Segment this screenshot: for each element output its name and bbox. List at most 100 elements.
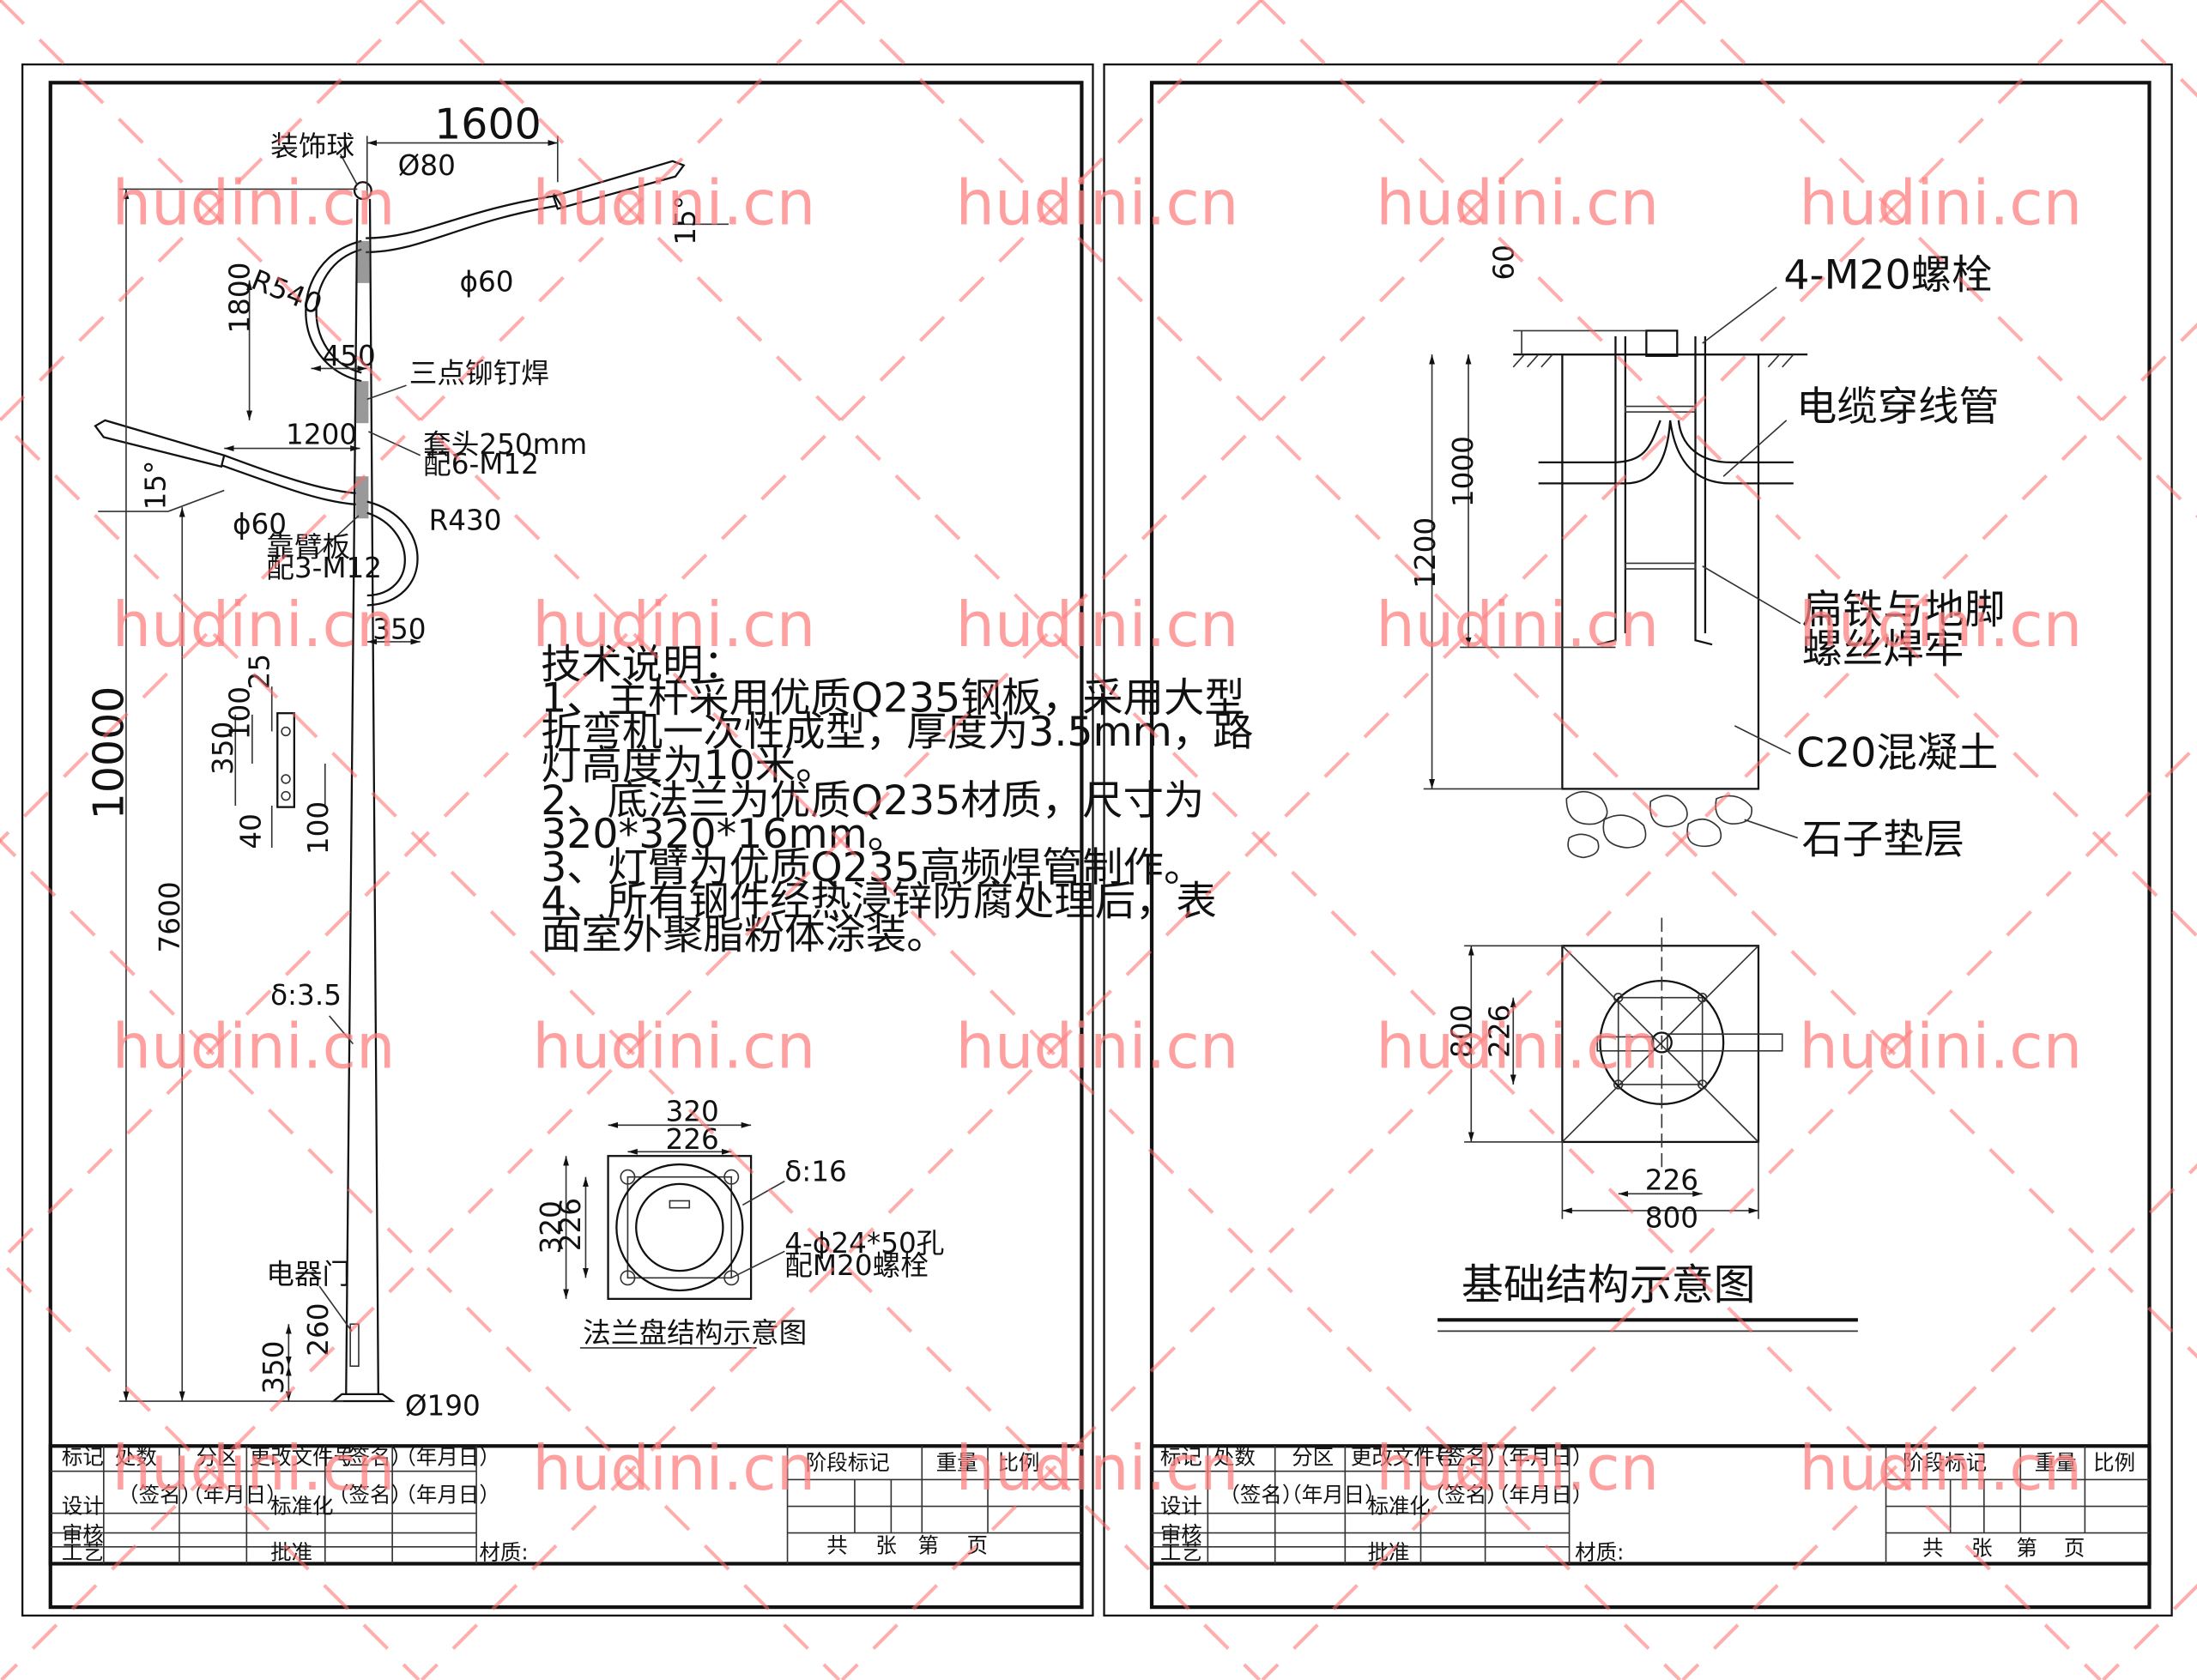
label-sleeve-bolts: 配6-M12 [423, 448, 539, 480]
watermark-text: hudini.cn [1799, 1432, 2082, 1504]
watermark-diagonal [1261, 742, 2197, 1680]
watermark-text: hudini.cn [532, 166, 815, 239]
watermark-text: hudini.cn [955, 1432, 1238, 1504]
dim-plate-100b: 100 [302, 801, 335, 855]
tb-r-std-sign: （签名） [1424, 1483, 1508, 1508]
watermark-diagonal [1259, 0, 2197, 939]
title-block-left [48, 1444, 1084, 1566]
label-d80: Ø80 [398, 149, 456, 182]
label-anchor-bolts: 4-M20螺栓 [1783, 251, 1992, 299]
watermark-text: hudini.cn [112, 1432, 396, 1504]
dim-1000: 1000 [1447, 436, 1480, 507]
flange-thickness: δ:16 [784, 1156, 847, 1188]
right-sheet-frame [1103, 63, 2173, 1617]
technical-notes: 技术说明： 1、主杆采用优质Q235钢板，采用大型 折弯机一次性成型，厚度为3.… [541, 641, 1253, 958]
dim-800-h: 800 [1645, 1202, 1698, 1235]
label-d190: Ø190 [405, 1389, 481, 1422]
watermark-text: hudini.cn [1799, 1010, 2082, 1082]
tb-l-no: 第 [917, 1532, 938, 1557]
tb-l-review: 审核 [62, 1521, 104, 1546]
tb-r-zone: 分区 [1292, 1445, 1334, 1470]
tb-l-stage: 阶段标记 [806, 1450, 890, 1475]
title-block-right [1149, 1444, 2152, 1566]
label-r540: R540 [247, 263, 327, 321]
tb-r-std-date: （年月日） [1488, 1483, 1593, 1508]
tb-l-change: 更改文件号 [250, 1445, 354, 1470]
label-arm-plate: 靠臂板 [266, 530, 350, 563]
watermark-diagonal [420, 0, 2103, 1680]
note-line-3: 灯高度为10米。 [541, 742, 836, 789]
tb-r-date: （年月日） [1488, 1445, 1593, 1470]
watermark-text: hudini.cn [1376, 166, 1659, 239]
tb-r-stage: 阶段标记 [1903, 1450, 1987, 1475]
tb-r-design-sign: （签名） [1219, 1483, 1303, 1508]
dim-1600: 1600 [434, 100, 542, 149]
tb-l-weight: 重量 [936, 1450, 978, 1475]
tb-l-std-date: （年月日） [395, 1483, 499, 1508]
foundation-plan [1437, 917, 1858, 1333]
title-block-left-text: 标记 处数 分区 更改文件号 （签名） （年月日） 设计 （签名） （年月日） … [62, 1445, 1040, 1565]
watermark-text: hudini.cn [1376, 1010, 1659, 1082]
foundation-section [1423, 287, 1808, 859]
tb-l-count: 处数 [115, 1445, 157, 1470]
right-labels: 4-M20螺栓 电缆穿线管 扁铁与地脚 螺丝焊牢 C20混凝土 石子垫层 60 … [1409, 245, 2005, 1309]
tb-l-design-date: （年月日） [182, 1483, 287, 1508]
tb-l-total: 共 [826, 1532, 847, 1557]
tb-r-page: 页 [2064, 1536, 2085, 1561]
watermark-layer: hudini.cn hudini.cn hudini.cn hudini.cn hudi… [112, 166, 2083, 1504]
note-line-0: 技术说明： [541, 641, 744, 688]
label-flat-iron-2: 螺丝焊牢 [1802, 625, 1964, 673]
label-angle-top: 15° [669, 196, 702, 245]
label-electric-door: 电器门 [266, 1258, 350, 1290]
flange-dim-226-h: 226 [554, 1198, 587, 1251]
dim-7600: 7600 [154, 881, 186, 952]
label-decor-ball: 装饰球 [270, 130, 354, 162]
label-flat-iron-1: 扁铁与地脚 [1802, 587, 2006, 634]
tb-r-change: 更改文件号 [1351, 1445, 1456, 1470]
watermark-diagonal [0, 0, 422, 423]
tb-l-sign: （签名） [328, 1445, 412, 1470]
foundation-title: 基础结构示意图 [1462, 1260, 1756, 1309]
label-gravel: 石子垫层 [1802, 817, 1964, 864]
watermark-text: hudini.cn [1376, 1432, 1659, 1504]
watermark-text: hudini.cn [1799, 166, 2082, 239]
tb-r-review: 审核 [1160, 1521, 1202, 1546]
flange-labels: 320 226 320 226 δ:16 4-ϕ24*50孔 配M20螺栓 法兰… [535, 1095, 944, 1349]
label-sleeve: 套头250mm [423, 428, 587, 461]
tb-r-count: 处数 [1213, 1445, 1256, 1470]
tb-r-design: 设计 [1160, 1494, 1202, 1519]
flange-dim-320-h: 320 [535, 1200, 567, 1254]
tb-r-no: 第 [2016, 1536, 2037, 1561]
left-sheet-frame [21, 63, 1094, 1617]
tb-r-weight: 重量 [2035, 1450, 2077, 1475]
watermark-text: hudini.cn [955, 1010, 1238, 1082]
label-angle-low: 15° [140, 461, 172, 511]
dim-1200: 1200 [286, 419, 357, 451]
tb-r-scale: 比例 [2093, 1450, 2135, 1475]
flange-title: 法兰盘结构示意图 [583, 1316, 807, 1349]
dim-60: 60 [1487, 245, 1520, 281]
watermark-diagonal [0, 0, 1683, 1680]
dim-260: 260 [302, 1302, 335, 1356]
watermark-diagonal [0, 0, 843, 843]
watermark-diagonal [1680, 0, 2197, 518]
tb-l-scale: 比例 [997, 1450, 1039, 1475]
tb-l-std-sign: （签名） [328, 1483, 412, 1508]
tb-r-material: 材质: [1575, 1540, 1624, 1565]
note-line-7: 4、所有钢件经热浸锌防腐处理后，表 [541, 878, 1217, 925]
tb-r-design-date: （年月日） [1280, 1483, 1385, 1508]
dim-350-base: 350 [257, 1341, 290, 1394]
left-labels: 装饰球 Ø80 1600 ϕ60 R540 1800 450 三点铆钉焊 120… [85, 100, 702, 1423]
watermark-diagonal [1681, 1163, 2197, 1680]
tb-l-mark: 标记 [62, 1445, 104, 1470]
watermark-diagonal [0, 0, 1262, 1264]
title-block-right-text: 标记 处数 分区 更改文件号 （签名） （年月日） 设计 （签名） （年月日） … [1160, 1445, 2135, 1565]
label-d60-low: ϕ60 [233, 508, 287, 541]
tb-l-sheets: 张 [875, 1532, 896, 1557]
watermark-text: hudini.cn [112, 589, 396, 661]
note-line-1: 1、主杆采用优质Q235钢板，采用大型 [541, 675, 1244, 722]
dim-350-arm: 350 [372, 613, 426, 646]
label-conduit: 电缆穿线管 [1796, 384, 2000, 431]
tb-r-mark: 标记 [1160, 1445, 1202, 1470]
